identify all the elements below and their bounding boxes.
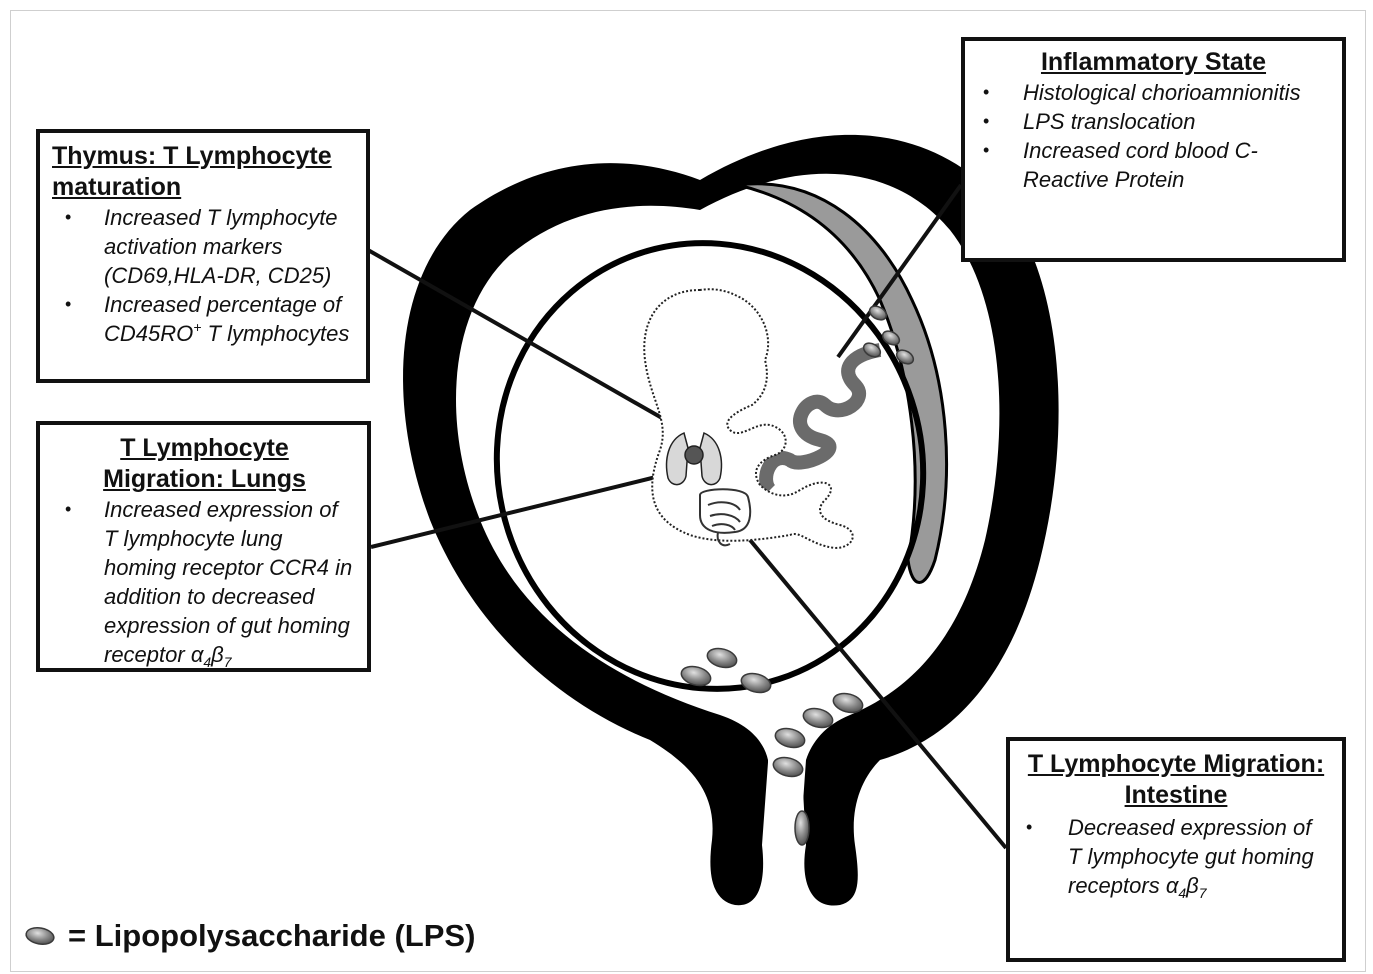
thymus-title: Thymus: T Lymphocyte maturation bbox=[52, 141, 356, 203]
intestine-box: T Lymphocyte Migration: Intestine Decrea… bbox=[1006, 737, 1346, 962]
list-item: Increased cord blood C-Reactive Protein bbox=[975, 136, 1332, 194]
legend: = Lipopolysaccharide (LPS) bbox=[24, 916, 475, 956]
lungs-box: T Lymphocyte Migration: Lungs Increased … bbox=[36, 421, 371, 672]
inflammatory-state-box: Inflammatory State Histological chorioam… bbox=[961, 37, 1346, 262]
list-item: Increased percentage of CD45RO+ T lympho… bbox=[52, 290, 356, 348]
lungs-title: T Lymphocyte Migration: Lungs bbox=[52, 433, 357, 495]
thymus-box: Thymus: T Lymphocyte maturation Increase… bbox=[36, 129, 370, 383]
intestine-title: T Lymphocyte Migration: Intestine bbox=[1016, 749, 1336, 811]
list-item: LPS translocation bbox=[975, 107, 1332, 136]
intestine-list: Decreased expression of T lymphocyte gut… bbox=[1016, 813, 1336, 900]
list-item: Decreased expression of T lymphocyte gut… bbox=[1016, 813, 1336, 900]
inflammatory-title: Inflammatory State bbox=[975, 47, 1332, 78]
list-item: Histological chorioamnionitis bbox=[975, 78, 1332, 107]
legend-label: = Lipopolysaccharide (LPS) bbox=[68, 918, 475, 954]
lungs-list: Increased expression of T lymphocyte lun… bbox=[52, 495, 357, 669]
list-item: Increased expression of T lymphocyte lun… bbox=[52, 495, 357, 669]
thymus-list: Increased T lymphocyte activation marker… bbox=[52, 203, 356, 348]
inflammatory-list: Histological chorioamnionitis LPS transl… bbox=[975, 78, 1332, 194]
list-item: Increased T lymphocyte activation marker… bbox=[52, 203, 356, 290]
lps-icon bbox=[24, 926, 56, 946]
